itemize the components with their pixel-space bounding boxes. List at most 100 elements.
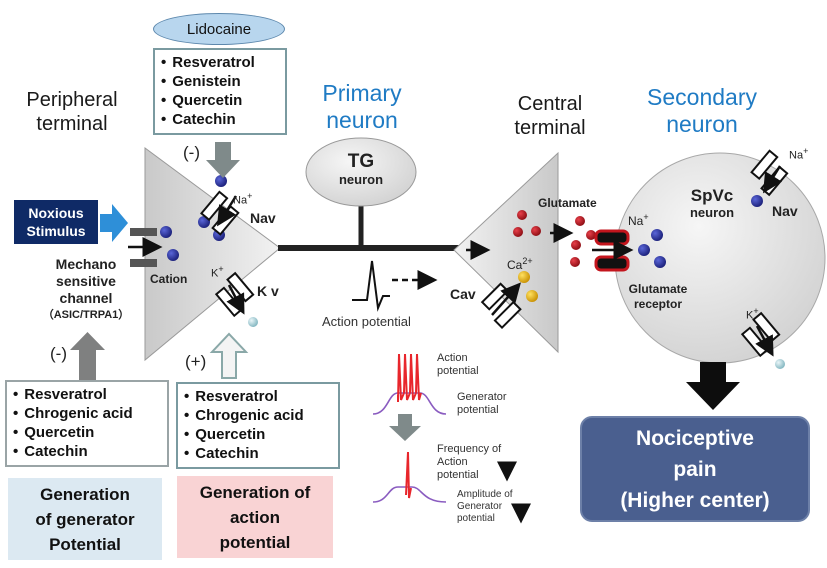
nociceptive-line3: (Higher center) (620, 488, 770, 512)
inhibit-symbol-top: (-) (183, 143, 200, 162)
na-ball (654, 256, 666, 268)
nav-label: Nav (250, 210, 276, 226)
generation-action-potential-box: Generation of action potential (177, 476, 333, 558)
nociceptive-line1: Nociceptive (636, 426, 754, 450)
primary-neuron-heading: Primary neuron (322, 80, 402, 133)
glutamate-label: Glutamate (538, 196, 597, 210)
cation-ball (160, 226, 172, 238)
compound-item: Quercetin (13, 423, 161, 442)
na-ball (751, 195, 763, 207)
compound-item: Chrogenic acid (184, 406, 332, 425)
glutamate-receptor-bottom (594, 255, 630, 272)
k-ball (248, 317, 258, 327)
mechano-line1: Mechano (55, 256, 117, 272)
spvc-neuron-label: SpVc neuron (672, 186, 752, 221)
na-ion-label: Na+ (233, 191, 253, 207)
na-ball (215, 175, 227, 187)
tg-label: TG (347, 151, 375, 172)
compound-item: Resveratrol (13, 385, 161, 404)
gen-action-line1: Generation of (199, 482, 311, 502)
compound-item: Quercetin (161, 91, 279, 110)
glutamate-ball (575, 216, 585, 226)
nociceptive-pain-box: Nociceptive pain (Higher center) (580, 416, 810, 522)
cation-label: Cation (150, 272, 188, 286)
kv-flow-arrow (226, 284, 245, 315)
noxious-line2: Stimulus (26, 223, 86, 239)
legend-generator-potential: Generator potential (457, 391, 507, 416)
mechano-line2: sensitive (56, 273, 116, 289)
gen-generator-line3: Potential (49, 534, 121, 554)
calcium-ball (526, 290, 538, 302)
legend-action-potential: Action potential (437, 352, 479, 377)
peripheral-terminal-shape (144, 147, 281, 362)
gen-action-line2: action (229, 507, 281, 527)
action-potential-burst-icon (397, 353, 422, 403)
glutamate-receptor-top (594, 229, 630, 246)
glutamate-receptor-line1: Glutamate (628, 282, 688, 296)
legend-amplitude: Amplitude of Generator potential (457, 489, 513, 524)
glutamate-ball (570, 257, 580, 267)
lidocaine-badge: Lidocaine (153, 13, 285, 45)
nociceptive-line2: pain (673, 457, 717, 481)
k-ion-label: K+ (211, 264, 224, 280)
glutamate-ball (571, 240, 581, 250)
cav-flow-arrow (491, 282, 521, 316)
spvc-kv-flow-arrow (755, 325, 774, 357)
legend-down-arrow-icon (389, 414, 421, 441)
inhibit-symbol-left: (-) (50, 344, 67, 363)
glutamate-ball (517, 210, 527, 220)
glutamate-receptor-line2: receptor (633, 297, 683, 311)
noxious-line1: Noxious (28, 205, 84, 221)
compound-item: Catechin (184, 444, 332, 463)
na-ball (638, 244, 650, 256)
mechano-line4: （ASIC/TRPA1） (42, 309, 130, 321)
compound-item: Catechin (161, 110, 279, 129)
compound-item: Genistein (161, 72, 279, 91)
cav-label: Cav (450, 286, 476, 302)
spvc-nav-label: Nav (772, 203, 798, 219)
nav-flow-arrow (217, 195, 238, 227)
top-compound-box: Resveratrol Genistein Quercetin Catechin (153, 48, 287, 135)
mechano-line3: channel (59, 290, 113, 306)
compound-item: Quercetin (184, 425, 332, 444)
generation-generator-potential-box: Generation of generator Potential (8, 478, 162, 560)
gen-generator-line2: of generator (35, 509, 135, 529)
spvc-na-in-label: Na+ (628, 212, 649, 228)
ca-ion-label: Ca2+ (507, 256, 533, 272)
spvc-neuron-shape (614, 152, 826, 364)
tg-neuron-sublabel: neuron (338, 172, 384, 187)
inhibit-arrow-top-icon (206, 142, 240, 178)
compound-item: Catechin (13, 442, 161, 461)
compound-item: Resveratrol (184, 387, 332, 406)
action-potential-label: Action potential (322, 314, 411, 329)
bottom-left-compound-box: Resveratrol Chrogenic acid Quercetin Cat… (5, 380, 169, 467)
bottom-mid-compound-box: Resveratrol Chrogenic acid Quercetin Cat… (176, 382, 340, 469)
mechano-channel-bar-top (130, 228, 157, 236)
spvc-na-out-label: Na+ (789, 146, 809, 162)
kv-label: K v (257, 283, 279, 299)
noxious-arrow-icon (100, 204, 128, 242)
compound-item: Resveratrol (161, 53, 279, 72)
enhance-arrow-icon (209, 332, 249, 379)
k-ball (775, 359, 785, 369)
generator-potential-wave-lower (372, 486, 447, 503)
spvc-label: SpVc (690, 186, 734, 205)
glutamate-receptor-label: Glutamate receptor (618, 282, 698, 312)
noxious-stimulus-box: Noxious Stimulus (14, 200, 98, 244)
down-arrow-icon (686, 362, 740, 410)
glutamate-ball (531, 226, 541, 236)
gen-action-line3: potential (219, 532, 291, 552)
tg-neuron-label: TG neuron (316, 152, 406, 188)
spvc-neuron-sublabel: neuron (689, 205, 735, 220)
legend-frequency: Frequency of Action potential (437, 443, 502, 481)
spvc-k-ion-label: K+ (746, 306, 759, 322)
enhance-symbol: (+) (185, 352, 207, 371)
calcium-ball (518, 271, 530, 283)
central-terminal-heading: Central terminal (514, 93, 586, 139)
compound-item: Chrogenic acid (13, 404, 161, 423)
glutamate-ball (513, 227, 523, 237)
glutamate-ball (586, 230, 596, 240)
action-potential-single-icon (405, 451, 412, 499)
gen-generator-line1: Generation (40, 484, 130, 504)
